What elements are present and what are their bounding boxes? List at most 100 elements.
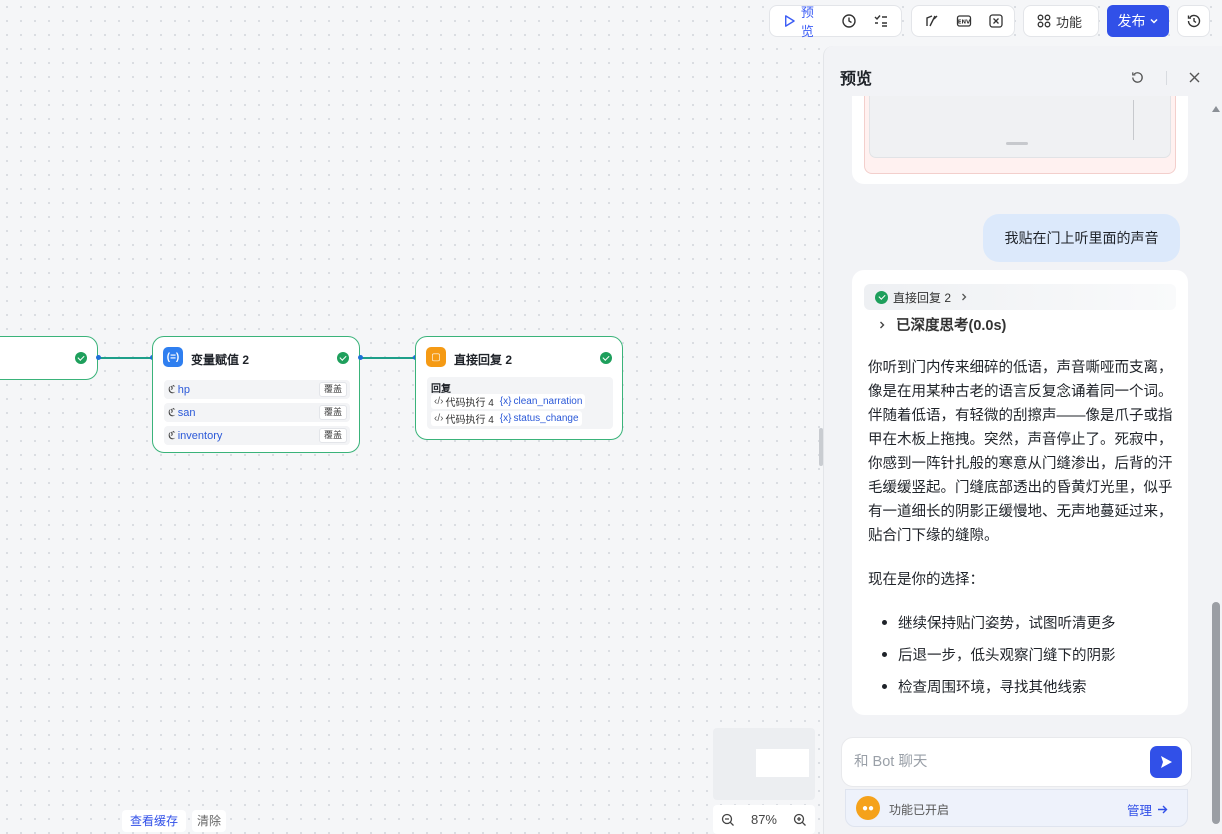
success-check-icon <box>75 352 87 364</box>
features-button[interactable]: 功能 <box>1030 9 1088 33</box>
reply-source: 代码执行 4 <box>445 415 494 426</box>
variable-icon: ℭ <box>168 407 176 419</box>
preview-button[interactable]: 预览 <box>776 5 831 39</box>
chat-input[interactable] <box>854 751 1144 773</box>
chevron-right-icon <box>880 321 885 328</box>
manage-label: 管理 <box>1127 804 1153 818</box>
variable-name: san <box>177 406 196 419</box>
preview-label: 预览 <box>800 5 814 39</box>
previous-attachment-inner <box>869 96 1171 158</box>
chevron-down-icon <box>1149 18 1158 24</box>
history-icon <box>1187 14 1200 28</box>
scroll-up-arrow-icon[interactable] <box>1211 104 1221 113</box>
variable-row[interactable]: ℭ san 覆盖 <box>164 403 350 422</box>
bot-avatar-icon: ●● <box>856 796 880 820</box>
apps-icon <box>1037 14 1051 28</box>
chat-input-box <box>841 737 1192 787</box>
variable-x-icon: {x} <box>499 396 512 407</box>
restart-icon[interactable] <box>1130 70 1145 85</box>
view-cache-button[interactable]: 查看缓存 <box>122 810 187 832</box>
previous-node[interactable] <box>0 336 98 380</box>
variable-name: inventory <box>177 429 223 442</box>
clock-run-icon <box>842 14 856 28</box>
reply-var-row[interactable]: ‹/› 代码执行 4 {x} clean_narration <box>431 394 586 409</box>
env-button[interactable]: ENV <box>950 9 978 33</box>
output-port[interactable] <box>96 355 101 360</box>
publish-button[interactable]: 发布 <box>1107 5 1169 37</box>
reply-content-box: 回复 ‹/› 代码执行 4 {x} clean_narration ‹/› 代码… <box>427 377 613 429</box>
zoom-level: 87% <box>750 812 777 827</box>
arrow-right-icon <box>1158 805 1168 814</box>
edge-var-to-reply <box>360 357 415 359</box>
history-button[interactable] <box>1177 5 1210 37</box>
variable-button[interactable] <box>982 9 1010 33</box>
previous-message-card <box>852 96 1188 184</box>
toolbar-group-run: 预览 <box>769 5 902 39</box>
trigger-icon <box>926 15 938 27</box>
edge-prev-to-var <box>98 357 152 359</box>
trace-button[interactable] <box>835 9 863 33</box>
reply-var-row[interactable]: ‹/› 代码执行 4 {x} status_change <box>431 411 582 426</box>
variable-row[interactable]: ℭ inventory 覆盖 <box>164 426 350 445</box>
previous-attachment-frame <box>864 96 1176 174</box>
variable-icon <box>989 14 1003 28</box>
send-button[interactable] <box>1150 746 1182 778</box>
trigger-button[interactable] <box>918 9 946 33</box>
test-set-button[interactable] <box>867 9 895 33</box>
thinking-label: 已深度思考(0.0s) <box>896 318 1007 334</box>
overwrite-tag: 覆盖 <box>318 382 347 397</box>
clear-button[interactable]: 清除 <box>192 810 227 832</box>
variable-assign-icon: (=) <box>163 347 183 367</box>
minimap[interactable] <box>713 728 815 800</box>
checklist-icon <box>874 15 887 27</box>
variable-row[interactable]: ℭ hp 覆盖 <box>164 380 350 399</box>
success-check-icon <box>600 352 612 364</box>
node-title: 变量赋值 2 <box>191 353 250 367</box>
env-icon: ENV <box>956 15 972 27</box>
publish-label: 发布 <box>1117 13 1146 29</box>
user-message-text: 我贴在门上听里面的声音 <box>1004 230 1159 246</box>
feature-status-label: 功能已开启 <box>889 803 950 817</box>
reply-variable: clean_narration <box>513 396 583 407</box>
variable-assign-node[interactable]: (=) 变量赋值 2 ℭ hp 覆盖 ℭ san 覆盖 ℭ inventory … <box>152 336 360 453</box>
variable-x-icon: {x} <box>499 413 512 424</box>
zoom-in-icon[interactable] <box>793 813 807 827</box>
choice-item: 后退一步，低头观察门缝下的阴影 <box>898 648 1116 664</box>
thinking-toggle[interactable]: 已深度思考(0.0s) <box>877 314 1006 335</box>
close-icon[interactable] <box>1189 72 1200 83</box>
zoom-control: 87% <box>713 805 815 834</box>
panel-resize-handle[interactable] <box>819 428 823 466</box>
reply-variable: status_change <box>513 413 579 424</box>
panel-title: 预览 <box>840 71 873 88</box>
manage-link[interactable]: 管理 <box>1127 800 1168 819</box>
reply-paragraph: 你听到门内传来细碎的低语，声音嘶哑而支离，像是在用某种古老的语言反复念诵着同一个… <box>868 360 1173 544</box>
choice-item: 检查周围环境，寻找其他线索 <box>898 680 1087 696</box>
code-icon: ‹/› <box>434 396 444 407</box>
success-check-icon <box>875 290 888 304</box>
variable-icon: ℭ <box>168 430 176 442</box>
direct-reply-node[interactable]: ▢ 直接回复 2 回复 ‹/› 代码执行 4 {x} clean_narrati… <box>415 336 623 440</box>
header-divider <box>1166 71 1167 85</box>
bullet <box>882 620 887 625</box>
zoom-out-icon[interactable] <box>721 813 735 827</box>
toolbar-group-vars: ENV <box>911 5 1015 37</box>
play-icon <box>785 15 795 27</box>
node-chip[interactable]: 直接回复 2 <box>864 284 1176 310</box>
output-port[interactable] <box>358 355 363 360</box>
user-message-bubble: 我贴在门上听里面的声音 <box>983 214 1180 262</box>
success-check-icon <box>337 352 349 364</box>
node-title: 直接回复 2 <box>454 353 513 367</box>
reply-section-label: 回复 <box>431 384 451 395</box>
inner-scrollbar <box>1133 100 1134 140</box>
code-icon: ‹/› <box>434 413 444 424</box>
bot-reply-card <box>852 270 1188 715</box>
choice-item: 继续保持贴门姿势，试图听清更多 <box>898 616 1116 632</box>
scrollbar-thumb[interactable] <box>1212 602 1220 824</box>
send-icon <box>1161 756 1172 768</box>
svg-text:ENV: ENV <box>958 20 971 26</box>
node-chip-label: 直接回复 2 <box>893 290 952 305</box>
minimap-viewport <box>756 749 809 777</box>
variable-icon: ℭ <box>168 384 176 396</box>
reply-icon: ▢ <box>426 347 446 367</box>
overwrite-tag: 覆盖 <box>318 405 347 420</box>
